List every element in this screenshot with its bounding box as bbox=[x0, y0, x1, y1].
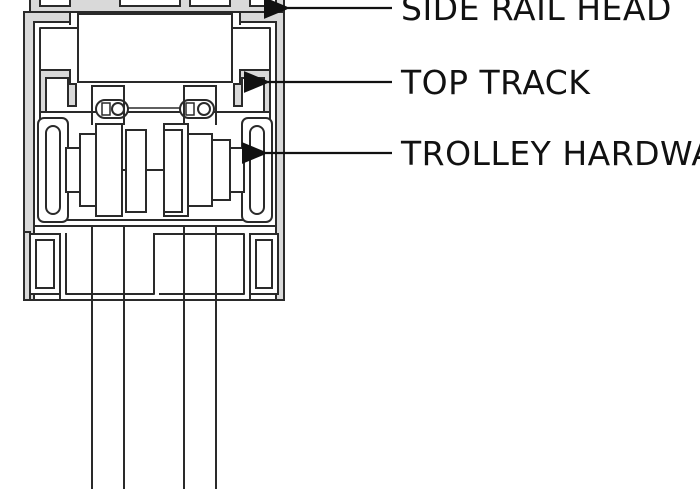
hanger-straps bbox=[91, 225, 217, 489]
trolley-hardware-assembly bbox=[37, 85, 273, 223]
top-track-label: TOP TRACK bbox=[400, 63, 591, 102]
trolley-hardware-label: TROLLEY HARDWARE bbox=[400, 134, 700, 173]
callout-trolley-hardware: TROLLEY HARDWARE bbox=[241, 134, 700, 173]
lower-rail-profile bbox=[23, 231, 285, 301]
callout-side-rail-head: SIDE RAIL HEAD bbox=[263, 0, 672, 28]
side-rail-head-label: SIDE RAIL HEAD bbox=[401, 0, 672, 28]
callout-top-track: TOP TRACK bbox=[243, 63, 591, 102]
